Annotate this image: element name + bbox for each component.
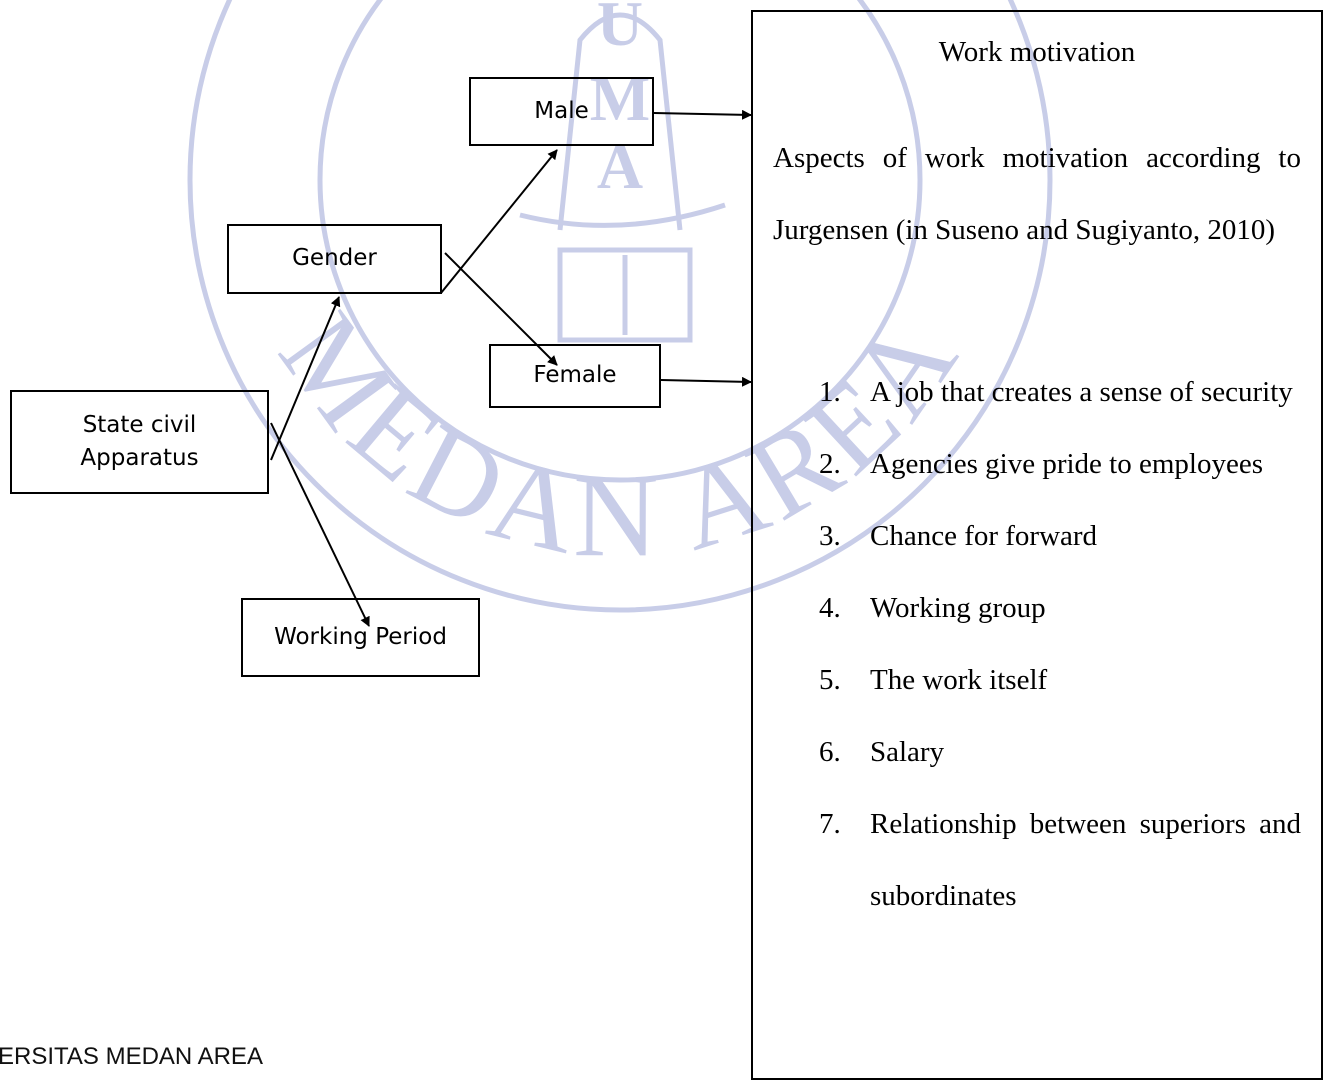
work-motivation-title: Work motivation <box>938 36 1136 68</box>
aspect-text: Working group <box>870 592 1046 624</box>
node-gender-label: Gender <box>292 245 377 272</box>
work-motivation-aspects-list: 1. A job that creates a sense of security… <box>819 356 1301 932</box>
aspect-text: Agencies give pride to employees <box>870 448 1263 480</box>
node-male-label: Male <box>534 97 589 124</box>
aspect-item: 5. The work itself <box>819 644 1301 716</box>
aspect-item: 4. Working group <box>819 572 1301 644</box>
aspect-text: A job that creates a sense of security <box>870 376 1293 408</box>
aspect-text: Salary <box>870 736 945 768</box>
node-working-period-label: Working Period <box>274 623 447 650</box>
watermark-letter-u: U <box>597 0 643 59</box>
arrow-female-to-motivation <box>660 376 752 387</box>
aspect-text: Chance for forward <box>870 520 1098 552</box>
aspect-text: Relationship between superiors and subor… <box>870 808 1301 912</box>
aspect-number: 6. <box>819 736 841 768</box>
node-male: Male <box>469 77 654 146</box>
arrow-gender-to-male <box>440 149 558 294</box>
watermark-letter-m: M <box>590 63 650 134</box>
node-female-label: Female <box>533 362 617 389</box>
aspect-number: 5. <box>819 664 841 696</box>
aspect-number: 7. <box>819 808 841 840</box>
aspect-item: 6. Salary <box>819 716 1301 788</box>
arrow-apparatus-to-gender <box>270 296 341 461</box>
aspect-item: 3. Chance for forward <box>819 500 1301 572</box>
arrow-gender-to-female <box>444 252 558 366</box>
node-gender: Gender <box>227 224 442 294</box>
work-motivation-intro: Aspects of work motivation according to … <box>773 142 1301 246</box>
aspect-number: 2. <box>819 448 841 480</box>
node-state-civil-apparatus-label: State civil Apparatus <box>80 411 199 471</box>
aspect-item: 2. Agencies give pride to employees <box>819 428 1301 500</box>
aspect-item: 7. Relationship between superiors and sub… <box>819 788 1301 932</box>
aspect-number: 3. <box>819 520 841 552</box>
footer-university-name: ERSITAS MEDAN AREA <box>0 1043 263 1070</box>
node-state-civil-apparatus: State civil Apparatus <box>10 390 269 494</box>
aspect-item: 1. A job that creates a sense of security <box>819 356 1301 428</box>
work-motivation-panel: Work motivation Aspects of work motivati… <box>751 10 1323 1080</box>
aspect-number: 4. <box>819 592 841 624</box>
node-working-period: Working Period <box>241 598 480 677</box>
arrow-male-to-motivation <box>653 109 752 120</box>
node-female: Female <box>489 344 661 408</box>
aspect-number: 1. <box>819 376 841 408</box>
watermark-letter-a: A <box>597 131 643 202</box>
arrow-apparatus-to-working-period <box>270 422 370 627</box>
aspect-text: The work itself <box>870 664 1048 696</box>
